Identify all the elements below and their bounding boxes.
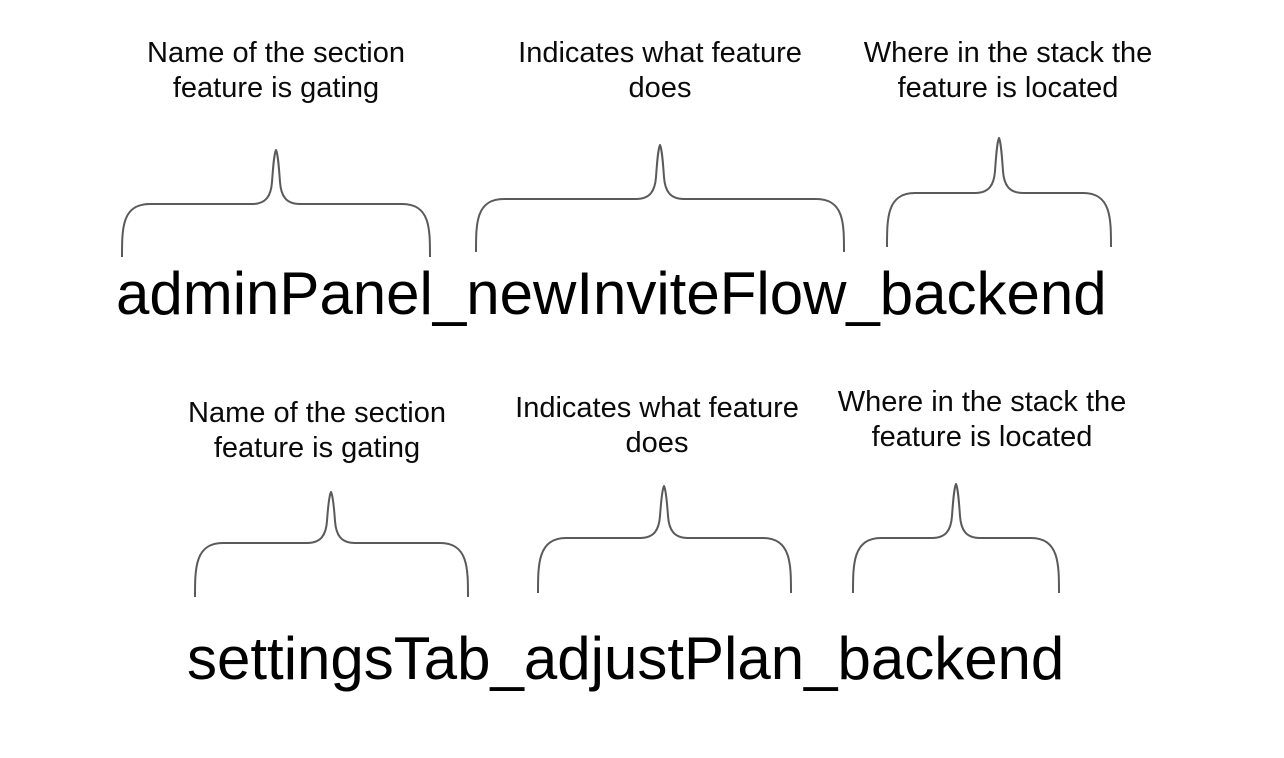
label-line: feature is located: [897, 72, 1119, 104]
label-line: Indicates what feature: [515, 392, 799, 424]
label-feature-example2: Indicates what feature does: [515, 391, 799, 461]
label-line: feature is gating: [172, 72, 380, 104]
curly-brace-feature-example2: [537, 485, 792, 593]
label-feature-example1: Indicates what feature does: [518, 36, 802, 106]
label-line: Name of the section: [147, 37, 405, 69]
label-stack-example1: Where in the stack the feature is locate…: [864, 36, 1153, 106]
label-line: Where in the stack the: [837, 386, 1127, 418]
curly-brace-stack-example2: [852, 483, 1060, 593]
label-line: does: [625, 427, 689, 459]
label-line: Where in the stack the: [863, 37, 1153, 69]
curly-brace-stack-example1: [886, 137, 1112, 247]
curly-brace-section-example1: [121, 149, 431, 257]
flag-name-example1: adminPanel_newInviteFlow_backend: [116, 260, 1107, 327]
curly-brace-section-example2: [194, 491, 469, 597]
label-stack-example2: Where in the stack the feature is locate…: [838, 385, 1127, 455]
label-line: does: [628, 72, 692, 104]
label-section-example1: Name of the section feature is gating: [147, 36, 405, 106]
label-line: feature is located: [871, 421, 1093, 453]
label-section-example2: Name of the section feature is gating: [188, 396, 446, 466]
label-line: Indicates what feature: [518, 37, 802, 69]
label-line: Name of the section: [188, 397, 446, 429]
label-line: feature is gating: [213, 432, 421, 464]
flag-name-example2: settingsTab_adjustPlan_backend: [187, 625, 1065, 692]
curly-brace-feature-example1: [475, 144, 845, 252]
